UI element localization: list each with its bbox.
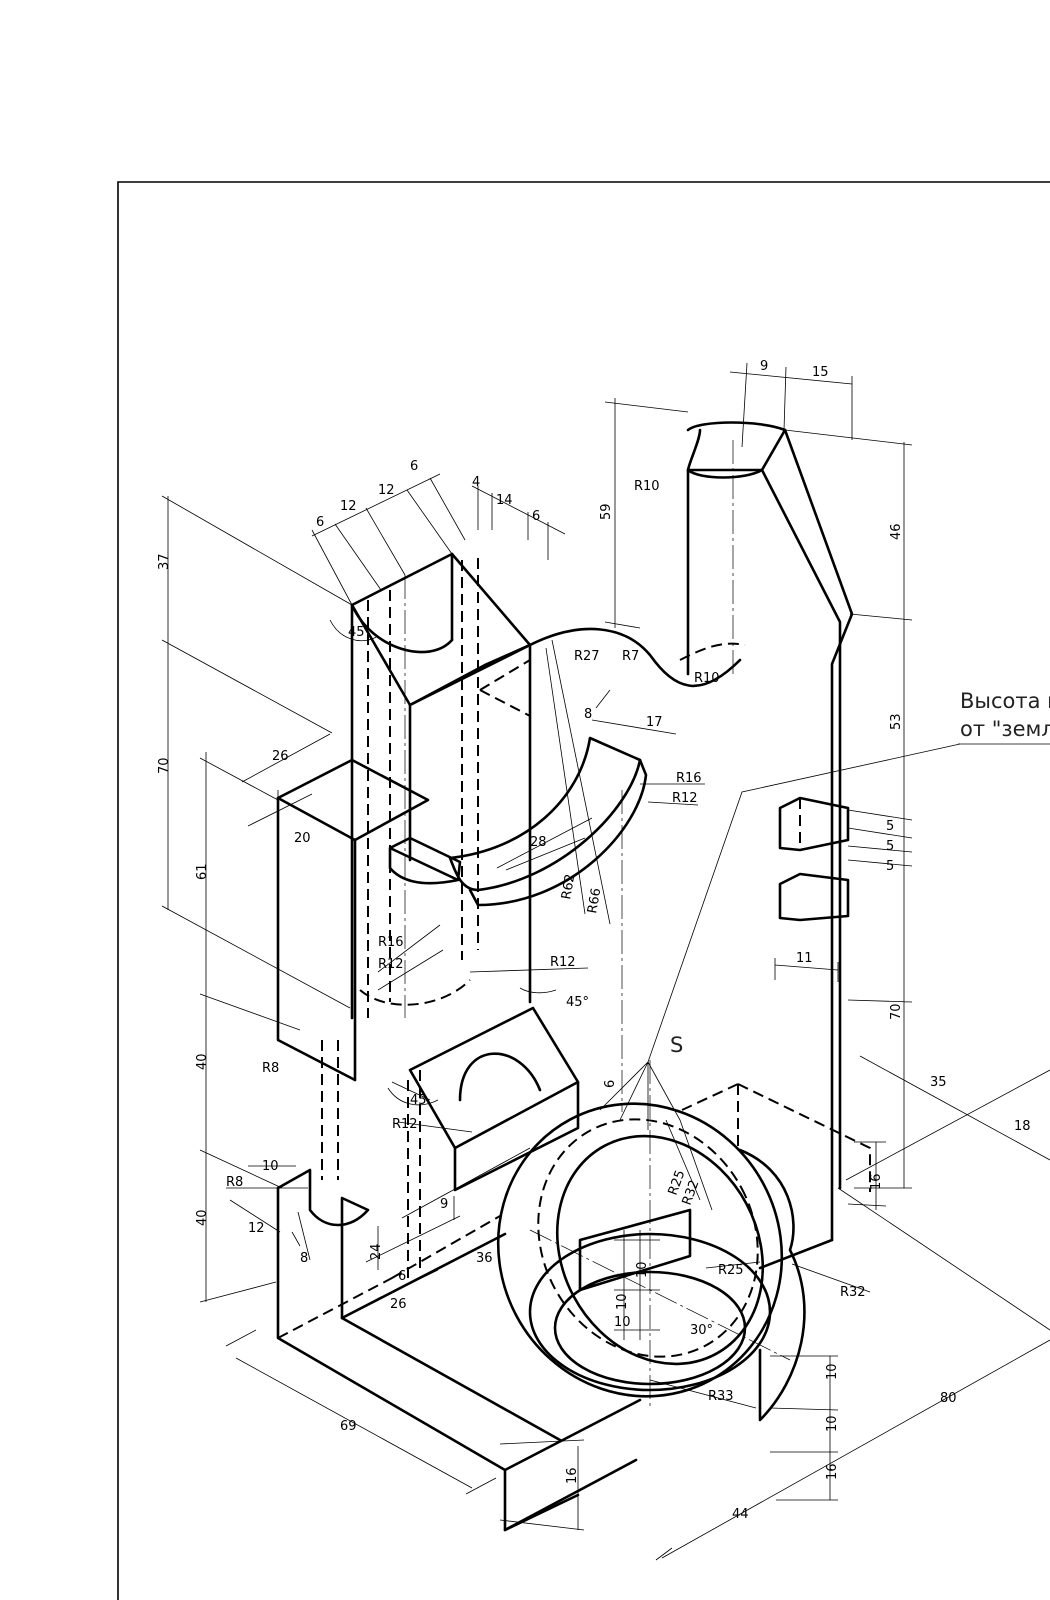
dimension-lines <box>161 362 1050 1561</box>
dimension-label-d10c: 10 <box>262 1159 279 1174</box>
dimension-label-r33: R33 <box>708 1389 734 1404</box>
dimension-label-r12c: R12 <box>550 955 576 970</box>
dimension-label-d26b: 26 <box>390 1297 407 1312</box>
dimension-label-d24: 24 <box>369 1243 384 1260</box>
dimension-label-d6e: 6 <box>603 1080 618 1088</box>
angle-arcs <box>329 619 557 1106</box>
dimension-label-d37: 37 <box>157 553 172 570</box>
dimension-label-d70r: 70 <box>889 1003 904 1020</box>
dimension-label-d10f: 10 <box>614 1315 631 1330</box>
dimension-label-d18: 18 <box>1014 1119 1031 1134</box>
dimension-label-d53: 53 <box>889 713 904 730</box>
dimension-label-r12b: R12 <box>378 957 404 972</box>
dimension-label-r7: R7 <box>622 649 639 664</box>
dimension-label-a30: 30° <box>690 1323 713 1338</box>
dimension-label-a45c: 45 <box>410 1093 427 1108</box>
dimension-label-d10e: 10 <box>615 1293 630 1310</box>
hidden-lines <box>277 558 871 1358</box>
dimension-label-r8b: R8 <box>226 1175 243 1190</box>
dimension-label-a45a: 45 <box>348 625 365 640</box>
dimension-label-d26a: 26 <box>272 749 289 764</box>
dimension-label-d17: 17 <box>646 715 663 730</box>
dimension-label-d12b: 12 <box>378 483 395 498</box>
dimension-label-d6c: 6 <box>532 509 540 524</box>
object-outline <box>276 421 854 1532</box>
dimension-label-d16c: 16 <box>825 1463 840 1480</box>
section-marker: S <box>670 1033 683 1057</box>
dimension-label-d15: 15 <box>812 365 829 380</box>
dimension-label-d44: 44 <box>732 1507 749 1522</box>
dimension-label-d6d: 6 <box>398 1269 406 1284</box>
dimension-label-d40a: 40 <box>195 1053 210 1070</box>
dimension-label-d11: 11 <box>796 951 813 966</box>
dimension-label-d9: 9 <box>760 359 768 374</box>
dimension-label-r12a: R12 <box>672 791 698 806</box>
dimension-label-d61: 61 <box>195 863 210 880</box>
dimension-label-d10d: 10 <box>635 1261 650 1278</box>
dimension-label-r32b: R32 <box>840 1285 866 1300</box>
dimension-label-d8b: 8 <box>300 1251 308 1266</box>
dimension-label-d5a: 5 <box>886 819 894 834</box>
dimension-label-d12a: 12 <box>340 499 357 514</box>
dimension-label-d4: 4 <box>472 475 480 490</box>
dimension-label-d28: 28 <box>530 835 547 850</box>
height-note-line2: от "земл <box>960 717 1050 741</box>
dimension-label-r62: R62 <box>559 873 578 901</box>
dimension-label-r10b: R10 <box>694 671 720 686</box>
dimension-label-d46: 46 <box>889 523 904 540</box>
dimension-label-a45b: 45° <box>566 995 589 1010</box>
dimension-label-d12c: 12 <box>248 1221 265 1236</box>
dimension-label-d9b: 9 <box>440 1197 448 1212</box>
dimension-label-d5b: 5 <box>886 839 894 854</box>
height-note-line1: Высота r <box>960 689 1050 713</box>
dimension-label-d10b: 10 <box>825 1415 840 1432</box>
dimension-label-d6a: 6 <box>316 515 324 530</box>
dimension-label-r27: R27 <box>574 649 600 664</box>
dimension-label-d5c: 5 <box>886 859 894 874</box>
dimension-label-r10a: R10 <box>634 479 660 494</box>
dimension-labels: 9 15 59 46 53 70 37 70 61 40 40 6 12 12 … <box>157 359 1031 1522</box>
dimension-label-d14: 14 <box>496 493 513 508</box>
dimension-label-r25b: R25 <box>718 1263 744 1278</box>
dimension-label-d10a: 10 <box>825 1363 840 1380</box>
dimension-label-d59: 59 <box>599 503 614 520</box>
dimension-label-d20: 20 <box>294 831 311 846</box>
dimension-label-d69: 69 <box>340 1419 357 1434</box>
dimension-label-r12d: R12 <box>392 1117 418 1132</box>
drawing-frame <box>117 181 1050 1600</box>
dimension-label-d16b: 16 <box>565 1467 580 1484</box>
dimension-label-r66: R66 <box>585 887 604 915</box>
dimension-label-d40b: 40 <box>195 1209 210 1226</box>
dimension-label-d70l: 70 <box>157 757 172 774</box>
dimension-label-r8a: R8 <box>262 1061 279 1076</box>
dimension-label-r16a: R16 <box>676 771 702 786</box>
dimension-label-d8a: 8 <box>584 707 592 722</box>
dimension-label-d16a: 16 <box>869 1173 884 1190</box>
dimension-label-d6b: 6 <box>410 459 418 474</box>
dimension-label-d80: 80 <box>940 1391 957 1406</box>
dimension-label-r16b: R16 <box>378 935 404 950</box>
dimension-label-d35: 35 <box>930 1075 947 1090</box>
dimension-label-d36: 36 <box>476 1251 493 1266</box>
